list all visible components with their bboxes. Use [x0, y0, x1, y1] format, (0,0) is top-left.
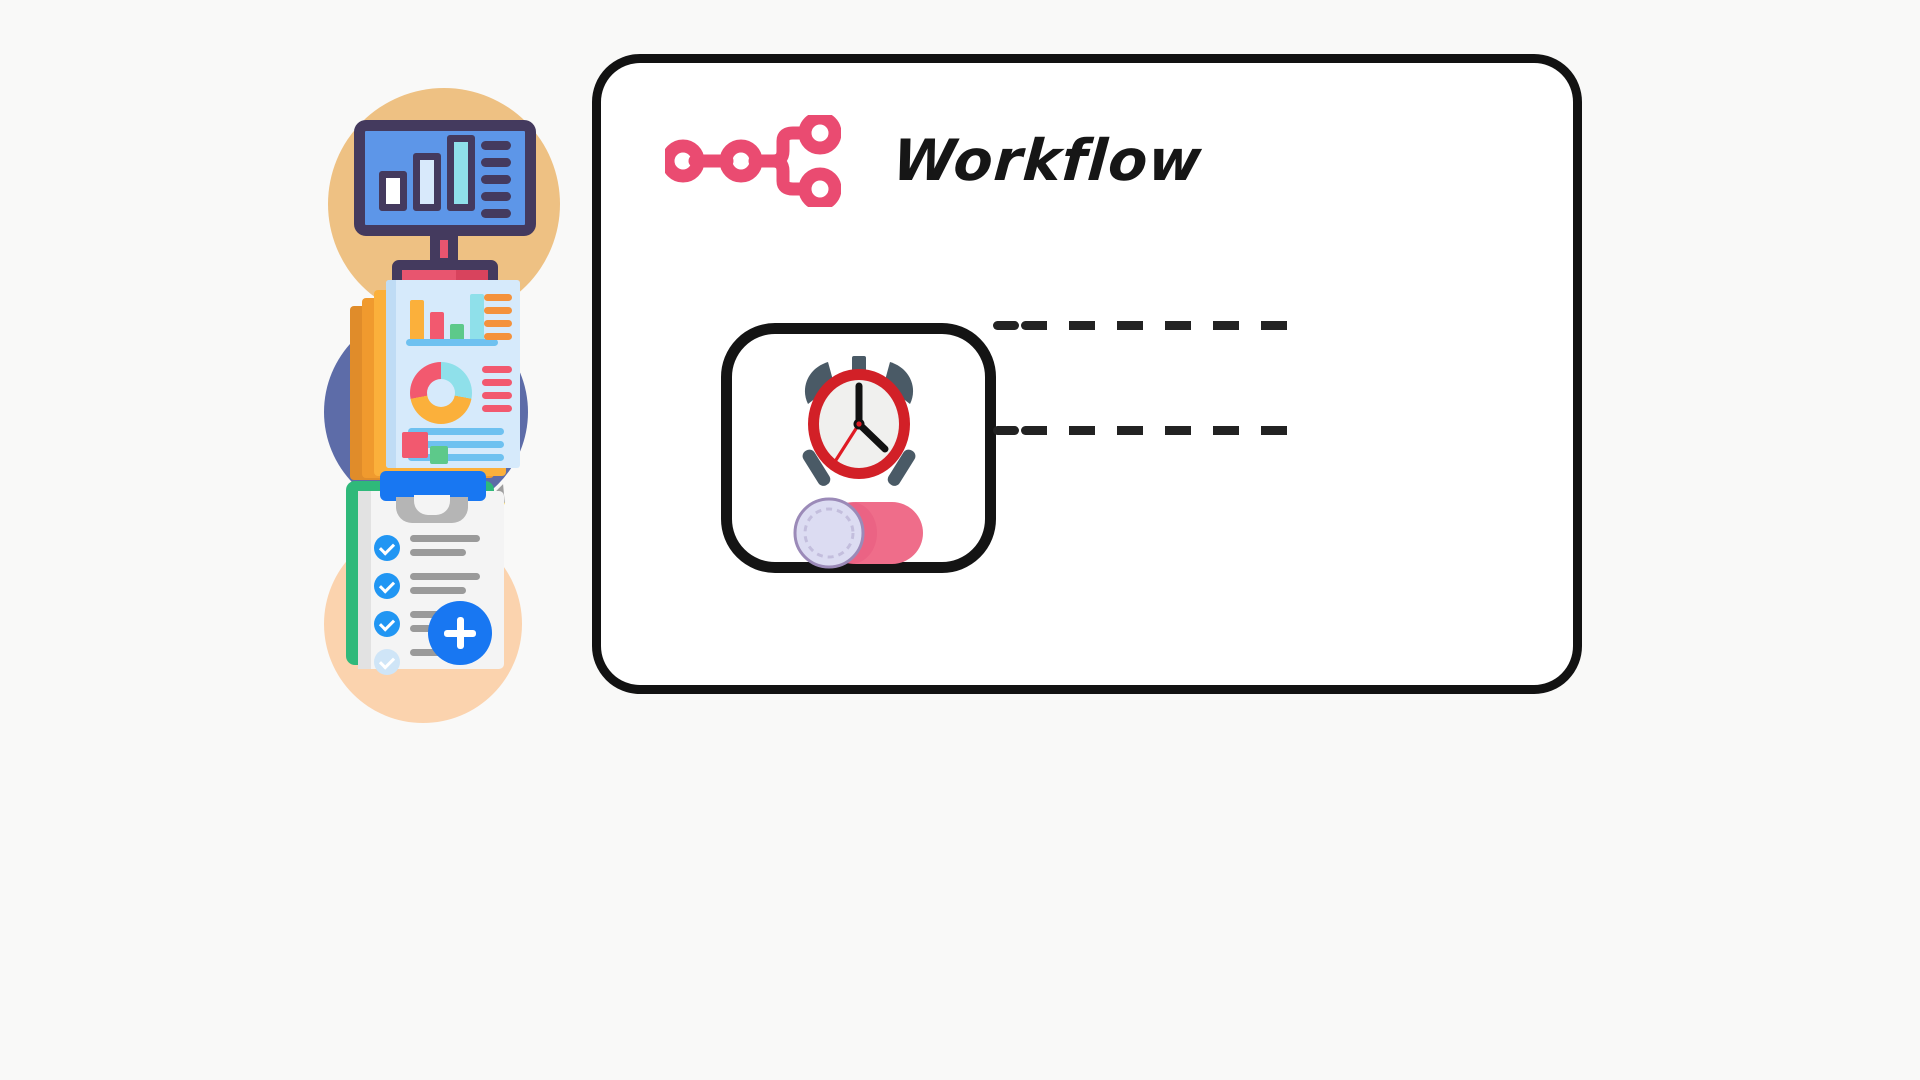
n8n-workflow-nodes-icon: [665, 115, 841, 207]
report-chart-axis: [406, 339, 498, 346]
connector-top-origin: [993, 321, 1019, 330]
checklist-line-2b: [410, 587, 466, 594]
page-title: Workflow: [890, 128, 1205, 194]
monitor-bar-3: [447, 135, 475, 211]
monitor-screen-icon: [354, 120, 536, 236]
report-bar-3: [450, 324, 464, 340]
add-item-badge-icon[interactable]: [428, 601, 492, 665]
report-square-green: [430, 446, 448, 464]
sidebar-item-checklist[interactable]: [318, 471, 558, 723]
report-sheet-icon: [386, 280, 520, 468]
report-footer-2: [408, 441, 504, 448]
sidebar-item-reports[interactable]: [318, 258, 558, 514]
report-toptext-4: [484, 333, 512, 340]
report-toptext-3: [484, 320, 512, 327]
schedule-trigger-node[interactable]: [721, 323, 996, 573]
report-legend-2: [482, 379, 512, 386]
report-legend-3: [482, 392, 512, 399]
checklist-line-1a: [410, 535, 480, 542]
report-toptext-1: [484, 294, 512, 301]
monitor-line-3: [481, 175, 511, 184]
illustration-rail: [318, 78, 568, 723]
checklist-check-3: [374, 611, 400, 637]
report-legend-1: [482, 366, 512, 373]
connector-top[interactable]: [1021, 321, 1301, 330]
toggle-switch-icon[interactable]: [789, 496, 929, 570]
report-bar-2: [430, 312, 444, 340]
report-toptext-2: [484, 307, 512, 314]
connector-bottom-origin: [993, 426, 1019, 435]
clipboard-paper-edge: [358, 491, 371, 669]
monitor-bar-1: [379, 171, 407, 211]
monitor-line-5: [481, 209, 511, 218]
clipboard-clip-notch: [396, 495, 468, 523]
monitor-line-2: [481, 158, 511, 167]
checklist-check-1: [374, 535, 400, 561]
report-bar-1: [410, 300, 424, 340]
report-bar-4: [470, 294, 484, 340]
connector-bottom[interactable]: [1021, 426, 1301, 435]
report-sheet-edge: [386, 280, 396, 468]
checklist-check-4: [374, 649, 400, 675]
workflow-canvas[interactable]: Workflow: [592, 54, 1582, 694]
report-donut-chart: [410, 362, 472, 424]
monitor-line-4: [481, 192, 511, 201]
sidebar-item-dashboard[interactable]: [318, 78, 560, 320]
checklist-check-2: [374, 573, 400, 599]
report-legend-4: [482, 405, 512, 412]
report-footer-1: [408, 428, 504, 435]
report-square-pink: [402, 432, 428, 458]
workflow-header: Workflow: [665, 115, 1205, 207]
report-footer-3: [408, 454, 504, 461]
monitor-line-1: [481, 141, 511, 150]
checklist-line-2a: [410, 573, 480, 580]
checklist-line-1b: [410, 549, 466, 556]
monitor-bar-2: [413, 153, 441, 211]
alarm-clock-icon: [802, 356, 915, 486]
